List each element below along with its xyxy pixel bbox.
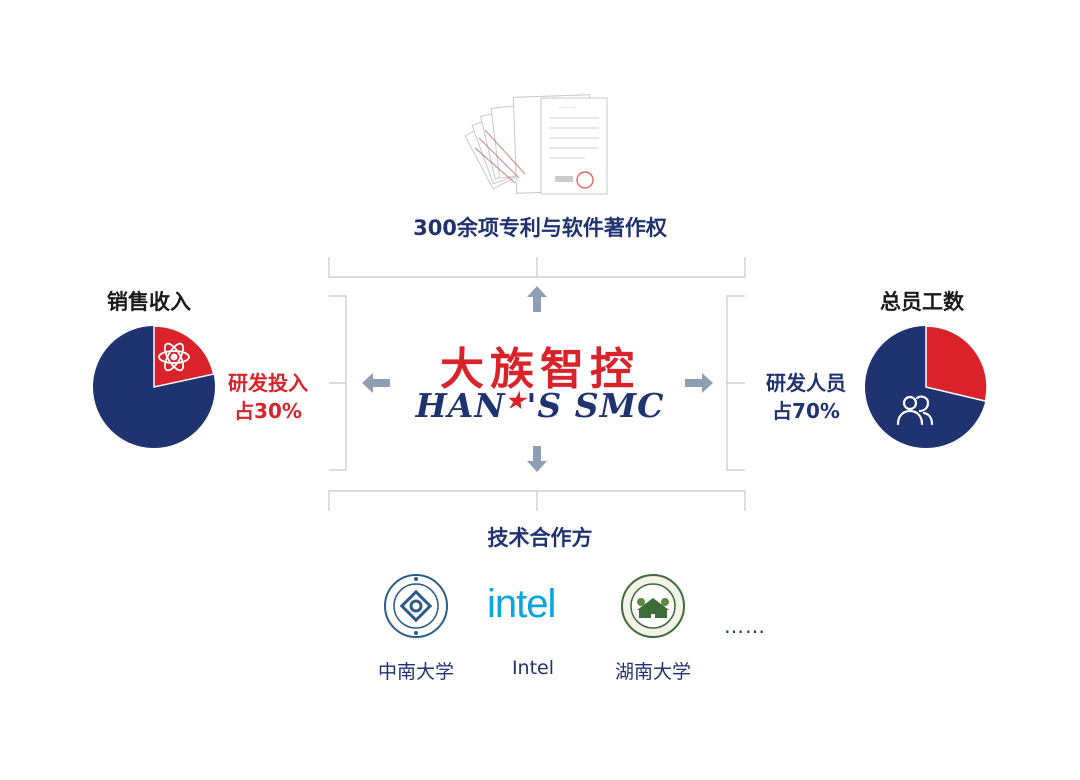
sales-pie-slice	[153, 325, 215, 388]
patents-title: 300余项专利与软件著作权	[413, 216, 667, 240]
brand-en-left: HAN	[415, 386, 506, 425]
brand-star-icon: ★	[505, 388, 527, 414]
staff-label: 研发人员 占70%	[756, 369, 856, 425]
staff-label-line2: 占70%	[772, 399, 840, 423]
intel-logo-icon: intel	[487, 582, 556, 626]
arrow-right-icon	[685, 373, 713, 393]
partner-label-hnu: 湖南大学	[614, 661, 691, 683]
sales-title: 销售收入	[107, 290, 191, 314]
brand-en: HAN★'S SMC	[0, 386, 1080, 425]
csu-seal-icon	[384, 574, 448, 638]
partners-title: 技术合作方	[487, 526, 593, 550]
staff-pie-slice	[925, 325, 988, 402]
more-partners: ……	[724, 614, 766, 638]
certificate-stack-icon: · · · · ·	[464, 94, 608, 195]
partner-label-intel: Intel	[511, 657, 555, 679]
sales-label-line1: 研发投入	[228, 371, 308, 395]
staff-title: 总员工数	[880, 290, 964, 314]
people-icon	[896, 395, 934, 426]
staff-label-line1: 研发人员	[766, 371, 846, 395]
svg-text:· · · · ·: · · · · ·	[559, 105, 576, 112]
sales-label: 研发投入 占30%	[218, 369, 318, 425]
hnu-seal-icon	[621, 574, 685, 638]
brand-cn: 大族智控	[440, 344, 640, 395]
arrow-up-icon	[527, 286, 547, 312]
partner-label-csu: 中南大学	[377, 661, 454, 683]
sales-pie-chart	[93, 325, 215, 448]
arrow-down-icon	[527, 446, 547, 472]
arrow-left-icon	[362, 373, 390, 393]
brand-en-right: 'S SMC	[526, 386, 665, 425]
staff-pie-chart	[865, 325, 988, 448]
atom-icon	[158, 342, 190, 372]
sales-label-line2: 占30%	[234, 399, 302, 423]
